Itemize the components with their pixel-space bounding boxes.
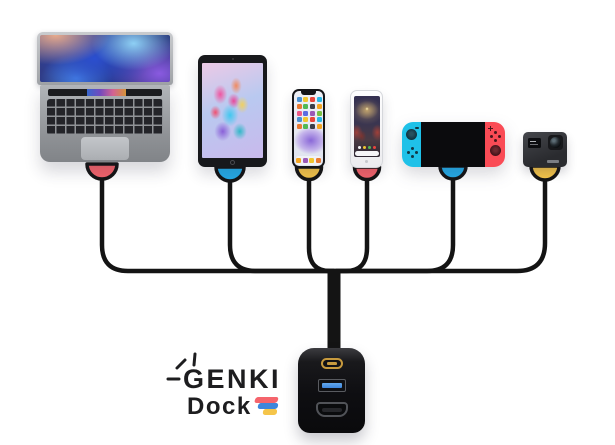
pixel-search-bar xyxy=(354,150,379,156)
gopro-logo-badge xyxy=(547,160,559,163)
connector-gopro xyxy=(529,164,561,182)
logo-stack-yellow-layer xyxy=(262,409,278,415)
switch-a-button xyxy=(497,135,501,139)
switch-y-button xyxy=(489,135,493,139)
cable-switch xyxy=(334,170,456,274)
iphone-app-grid xyxy=(296,97,322,130)
pixel-app-dots xyxy=(354,146,380,149)
gopro-lens-icon xyxy=(548,135,563,150)
switch-screen xyxy=(421,122,486,167)
iphone-notch xyxy=(301,91,316,95)
switch-x-button xyxy=(493,131,497,135)
connector-ipad xyxy=(214,165,246,183)
connector-switch xyxy=(438,164,468,181)
cable-iphone xyxy=(306,172,334,274)
logo-product-text: Dock xyxy=(187,393,252,420)
switch-dpad-up xyxy=(410,147,414,151)
cable-macbook xyxy=(99,168,334,274)
ipad-camera-dot xyxy=(231,58,234,60)
logo-stack-blue-layer xyxy=(257,403,279,409)
switch-minus-button xyxy=(414,127,419,129)
usb-a-port xyxy=(317,379,346,392)
logo-stack-red-layer xyxy=(254,397,279,403)
device-gopro xyxy=(523,132,567,167)
cable-ipad xyxy=(227,172,334,274)
switch-dpad-left xyxy=(406,151,410,155)
device-switch xyxy=(402,122,505,167)
switch-joycon-left xyxy=(402,122,422,167)
pixel-screen-wallpaper xyxy=(353,96,380,157)
macbook-trackpad xyxy=(81,137,129,160)
gopro-front-lcd xyxy=(528,138,541,148)
logo-ray-north xyxy=(192,352,197,367)
iphone-dock-icons xyxy=(296,155,321,165)
connector-macbook xyxy=(85,162,119,181)
ipad-screen-wallpaper xyxy=(202,63,263,158)
ipad-home-button xyxy=(230,160,235,165)
switch-right-stick xyxy=(489,145,501,156)
cable-pixel xyxy=(336,172,370,274)
pixel-speaker-dot xyxy=(365,160,368,163)
usb-c-port xyxy=(320,358,343,369)
iphone-screen xyxy=(294,91,323,166)
hdmi-port xyxy=(315,402,348,417)
macbook-lid xyxy=(37,32,173,85)
logo-ray-northwest xyxy=(175,358,187,370)
connector-iphone xyxy=(294,165,324,182)
macbook-touchbar xyxy=(48,89,162,96)
switch-plus-button xyxy=(488,126,493,131)
cable-gopro xyxy=(334,174,548,274)
genki-dock-device xyxy=(298,348,365,433)
logo-stack-icon xyxy=(254,397,283,416)
macbook-screen-wallpaper xyxy=(40,35,170,82)
switch-b-button xyxy=(493,139,497,143)
macbook-keyboard xyxy=(47,99,163,135)
device-iphone xyxy=(292,89,325,168)
switch-joycon-right xyxy=(485,122,505,167)
switch-dpad-right xyxy=(414,151,418,155)
device-ipad xyxy=(198,55,267,167)
macbook-base xyxy=(40,85,170,162)
switch-left-stick xyxy=(406,129,417,140)
switch-dpad-down xyxy=(410,155,414,159)
logo-brand-text: GENKI xyxy=(183,364,282,394)
connector-pixel xyxy=(352,165,382,182)
device-pixel xyxy=(350,90,383,168)
